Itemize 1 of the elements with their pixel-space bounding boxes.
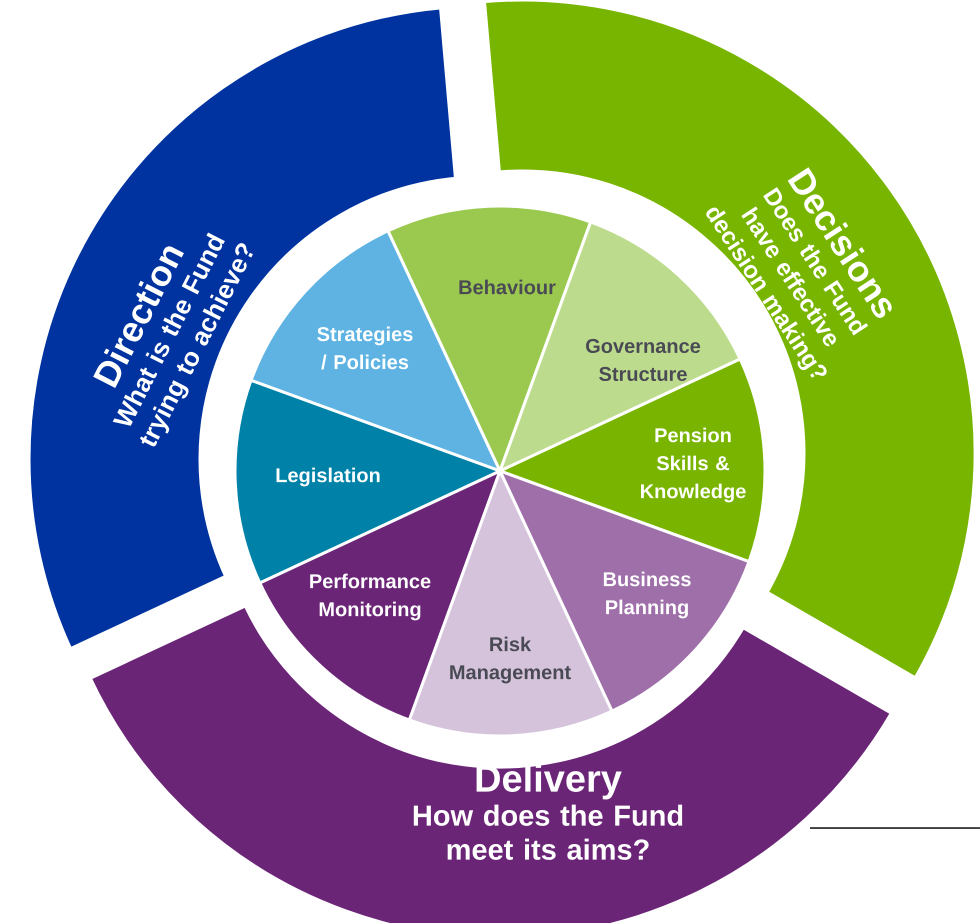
ring-label: Delivery How does the Fund meet its aims? [414,764,682,860]
